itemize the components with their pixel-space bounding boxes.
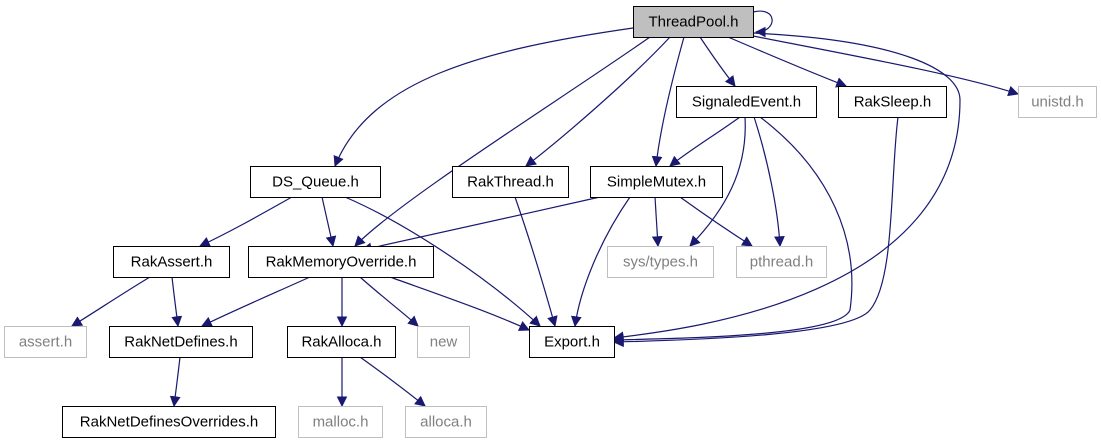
edge-signaledevent-to-pthread [753, 116, 785, 248]
edge-simplemutex-to-export [570, 196, 631, 328]
node-systypes: sys/types.h [607, 246, 714, 278]
node-label-unistd: unistd.h [1031, 93, 1084, 110]
node-box-alloca [405, 406, 487, 438]
edge-dsqueue-to-rakassert [199, 196, 293, 247]
edge-simplemutex-to-pthread [679, 196, 753, 247]
edge-signaledevent-to-export [612, 116, 853, 346]
node-label-threadpool: ThreadPool.h [648, 13, 738, 30]
node-label-malloc: malloc.h [313, 413, 369, 430]
edge-threadpool-to-unistd [752, 35, 1020, 97]
node-box-rakthread [452, 166, 569, 198]
edge-rakmemoryoverride-to-raknetdefines [201, 276, 311, 327]
edge-rakthread-to-export [514, 196, 558, 328]
node-box-asserth [4, 326, 87, 358]
node-rakmemoryoverride[interactable]: RakMemoryOverride.h [248, 246, 434, 278]
node-raksleep[interactable]: RakSleep.h [838, 86, 947, 118]
edge-rakassert-to-raknetdefines [171, 276, 183, 328]
node-box-pthread [736, 246, 827, 278]
edge-threadpool-to-dsqueue [333, 27, 634, 167]
node-pthread: pthread.h [736, 246, 827, 278]
node-simplemutex[interactable]: SimpleMutex.h [590, 166, 723, 198]
edge-threadpool-to-rakmemoryoverride [354, 36, 651, 247]
edge-raksleep-to-export [612, 116, 899, 348]
edge-threadpool-to-threadpool [752, 10, 773, 38]
node-label-asserth: assert.h [19, 333, 72, 350]
edge-signaledevent-to-simplemutex [669, 116, 741, 167]
node-label-rakthread: RakThread.h [467, 173, 554, 190]
node-rakthread[interactable]: RakThread.h [452, 166, 569, 198]
node-export[interactable]: Export.h [529, 326, 615, 358]
edge-rakmemoryoverride-to-export [389, 276, 530, 331]
node-box-threadpool [633, 6, 754, 38]
edge-rakmemoryoverride-to-new [359, 276, 419, 327]
node-raknetdefines[interactable]: RakNetDefines.h [109, 326, 253, 358]
edge-simplemutex-to-systypes [651, 196, 663, 248]
node-label-signaledevent: SignaledEvent.h [692, 93, 801, 110]
node-asserth: assert.h [4, 326, 87, 358]
node-box-rakmemoryoverride [248, 246, 434, 278]
edge-raknetdefines-to-raknetdefinesoverrides [169, 356, 181, 408]
node-unistd: unistd.h [1018, 86, 1097, 118]
edge-threadpool-to-simplemutex [651, 36, 685, 168]
node-label-raknetdefinesoverrides: RakNetDefinesOverrides.h [80, 413, 258, 430]
node-box-simplemutex [590, 166, 723, 198]
node-threadpool[interactable]: ThreadPool.h [633, 6, 754, 38]
node-box-unistd [1018, 86, 1097, 118]
edges-layer [71, 10, 1020, 408]
edge-simplemutex-to-rakmemoryoverride [360, 196, 601, 254]
edge-dsqueue-to-rakmemoryoverride [321, 196, 337, 248]
node-label-rakalloca: RakAlloca.h [301, 333, 381, 350]
node-box-raksleep [838, 86, 947, 118]
node-label-export: Export.h [544, 333, 600, 350]
node-box-export [529, 326, 615, 358]
node-label-systypes: sys/types.h [623, 253, 698, 270]
node-raknetdefinesoverrides[interactable]: RakNetDefinesOverrides.h [62, 406, 276, 438]
node-box-signaledevent [676, 86, 817, 118]
node-box-malloc [298, 406, 383, 438]
node-signaledevent[interactable]: SignaledEvent.h [676, 86, 817, 118]
edge-signaledevent-to-systypes [689, 116, 746, 247]
edge-rakalloca-to-alloca [359, 356, 426, 407]
node-label-rakmemoryoverride: RakMemoryOverride.h [266, 253, 417, 270]
node-label-rakassert: RakAssert.h [131, 253, 213, 270]
edge-threadpool-to-export [612, 32, 961, 343]
edge-threadpool-to-raksleep [727, 36, 848, 88]
node-rakassert[interactable]: RakAssert.h [113, 246, 230, 278]
node-label-raksleep: RakSleep.h [854, 93, 932, 110]
node-box-rakalloca [287, 326, 396, 358]
node-new: new [417, 326, 470, 358]
node-label-simplemutex: SimpleMutex.h [607, 173, 706, 190]
node-label-dsqueue: DS_Queue.h [272, 173, 359, 190]
node-label-new: new [430, 333, 458, 350]
edge-rakassert-to-asserth [71, 276, 151, 327]
node-box-raknetdefinesoverrides [62, 406, 276, 438]
node-label-raknetdefines: RakNetDefines.h [124, 333, 237, 350]
node-label-alloca: alloca.h [420, 413, 472, 430]
node-rakalloca[interactable]: RakAlloca.h [287, 326, 396, 358]
node-box-new [417, 326, 470, 358]
node-label-pthread: pthread.h [750, 253, 813, 270]
node-alloca: alloca.h [405, 406, 487, 438]
edge-threadpool-to-rakthread [525, 36, 671, 167]
node-box-systypes [607, 246, 714, 278]
node-dsqueue[interactable]: DS_Queue.h [250, 166, 381, 198]
node-box-raknetdefines [109, 326, 253, 358]
edge-dsqueue-to-export [344, 196, 541, 327]
node-box-rakassert [113, 246, 230, 278]
edge-threadpool-to-signaledevent [699, 36, 736, 87]
node-box-dsqueue [250, 166, 381, 198]
node-malloc: malloc.h [298, 406, 383, 438]
